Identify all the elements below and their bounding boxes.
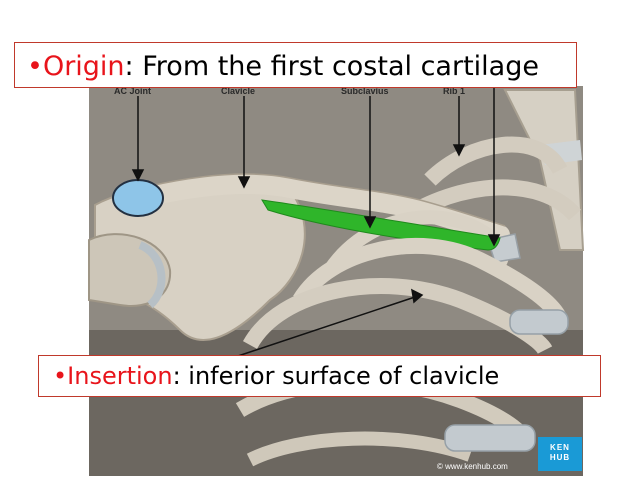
rib-5: [246, 431, 473, 467]
label-rib1: Rib 1: [443, 86, 466, 96]
insertion-bullet: •: [53, 362, 68, 390]
kenhub-logo: KEN HUB: [538, 437, 582, 471]
origin-key: Origin: [42, 51, 125, 82]
arrowhead-insertion: [411, 288, 424, 304]
costal-cartilage-2: [509, 309, 569, 335]
clavicle-outline: [149, 173, 506, 227]
arrowhead-subclavius: [363, 216, 377, 229]
arrowhead-costal-cartilage: [487, 234, 501, 247]
label-clavicle: Clavicle: [221, 86, 256, 96]
ac-joint-highlight: [112, 179, 164, 217]
origin-bullet: •: [27, 51, 43, 82]
origin-callout: •Origin: From the first costal cartilage: [14, 42, 577, 88]
costal-cartilage-4: [444, 424, 536, 452]
kenhub-logo-line1: KEN: [550, 443, 570, 452]
rib-2: [293, 237, 568, 324]
kenhub-logo-line2: HUB: [549, 453, 571, 462]
label-subclavius: Subclavius: [341, 86, 389, 96]
arrowhead-ac-joint: [131, 169, 145, 182]
arrowhead-rib1: [452, 144, 466, 157]
insertion-callout: •Insertion: inferior surface of clavicle: [38, 355, 601, 397]
label-ac-joint: AC Joint: [114, 86, 151, 96]
glenoid-cartilage: [138, 241, 166, 309]
rib-3: [242, 278, 553, 355]
kenhub-watermark: © www.kenhub.com: [437, 462, 508, 471]
pointer-insertion: [237, 295, 419, 357]
subclavius-muscle: [261, 199, 501, 251]
rib-back-1: [424, 136, 568, 186]
insertion-key: Insertion: [67, 362, 173, 390]
insertion-text: : inferior surface of clavicle: [172, 362, 500, 390]
origin-text: : From the first costal cartilage: [124, 51, 539, 82]
illustration-shadow: [89, 330, 583, 476]
arrowhead-clavicle: [237, 176, 251, 189]
